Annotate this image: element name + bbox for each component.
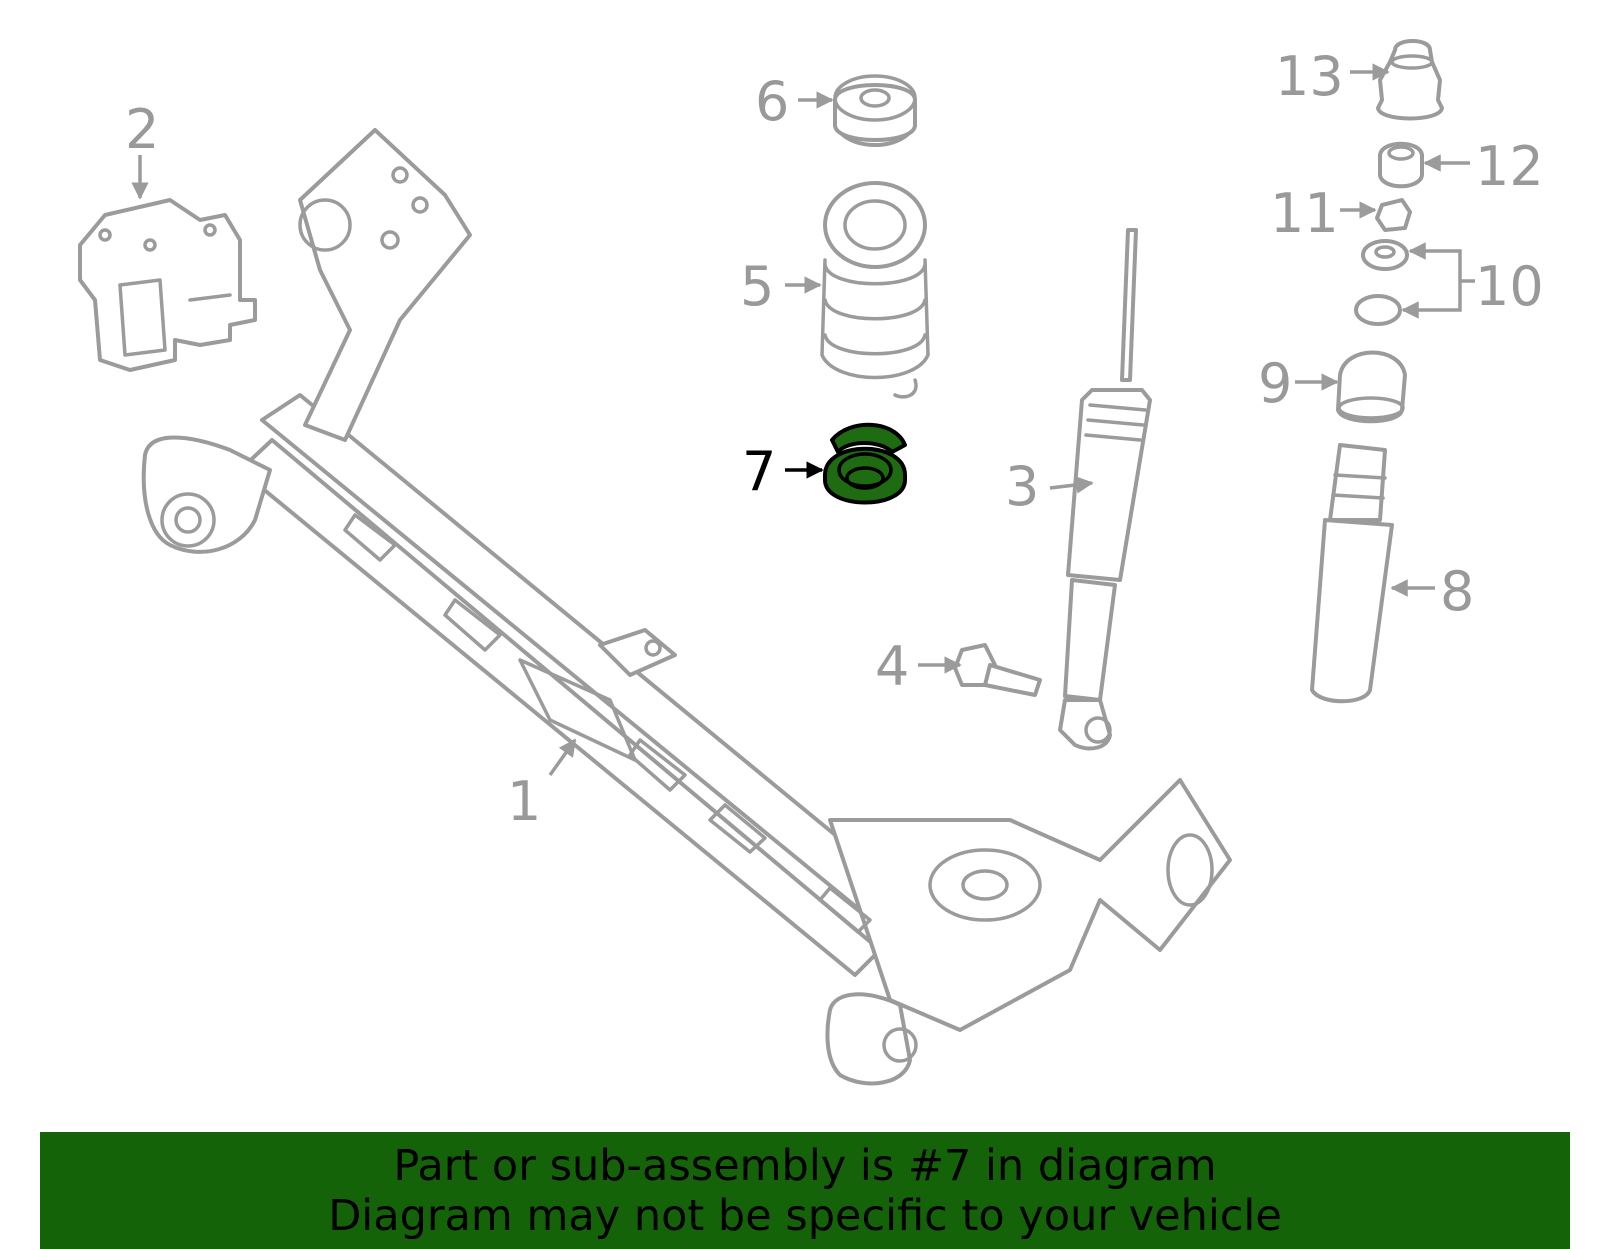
- callout-labels: 1 2 3 4 5 6 7 8 9 10 11 12 13: [125, 45, 1544, 833]
- part-11-nut[interactable]: [1375, 198, 1412, 232]
- part-6-upper-seat[interactable]: [833, 74, 917, 147]
- part-9-bump-cap[interactable]: [1336, 350, 1407, 424]
- callout-5[interactable]: 5: [740, 255, 774, 318]
- info-banner: Part or sub-assembly is #7 in diagram Di…: [40, 1132, 1570, 1249]
- callout-4[interactable]: 4: [875, 635, 909, 698]
- part-4-bolt[interactable]: [953, 643, 1042, 697]
- part-5-coil-spring[interactable]: [820, 181, 930, 399]
- callout-3[interactable]: 3: [1005, 455, 1039, 518]
- callout-11[interactable]: 11: [1270, 182, 1339, 245]
- leader-lines: [131, 63, 1475, 777]
- callout-10[interactable]: 10: [1475, 255, 1544, 318]
- part-1-axle-beam[interactable]: [141, 128, 1232, 1086]
- part-3-shock-absorber[interactable]: [1058, 228, 1152, 751]
- callout-8[interactable]: 8: [1440, 560, 1474, 623]
- callout-2[interactable]: 2: [125, 98, 159, 161]
- part-7-lower-spring-seat[interactable]: [823, 422, 907, 505]
- banner-line-disclaimer: Diagram may not be specific to your vehi…: [328, 1190, 1282, 1241]
- part-12-bushing[interactable]: [1378, 141, 1424, 189]
- callout-13[interactable]: 13: [1275, 45, 1344, 108]
- part-2-bracket[interactable]: [78, 198, 257, 372]
- callout-7[interactable]: 7: [742, 440, 776, 503]
- part-10-washers[interactable]: [1354, 239, 1409, 326]
- part-13-top-cap[interactable]: [1376, 39, 1444, 121]
- callout-6[interactable]: 6: [755, 70, 789, 133]
- part-8-dust-boot[interactable]: [1310, 443, 1394, 704]
- callout-9[interactable]: 9: [1258, 352, 1292, 415]
- banner-line-part-number: Part or sub-assembly is #7 in diagram: [393, 1140, 1217, 1191]
- callout-1[interactable]: 1: [507, 770, 541, 833]
- callout-12[interactable]: 12: [1475, 135, 1544, 198]
